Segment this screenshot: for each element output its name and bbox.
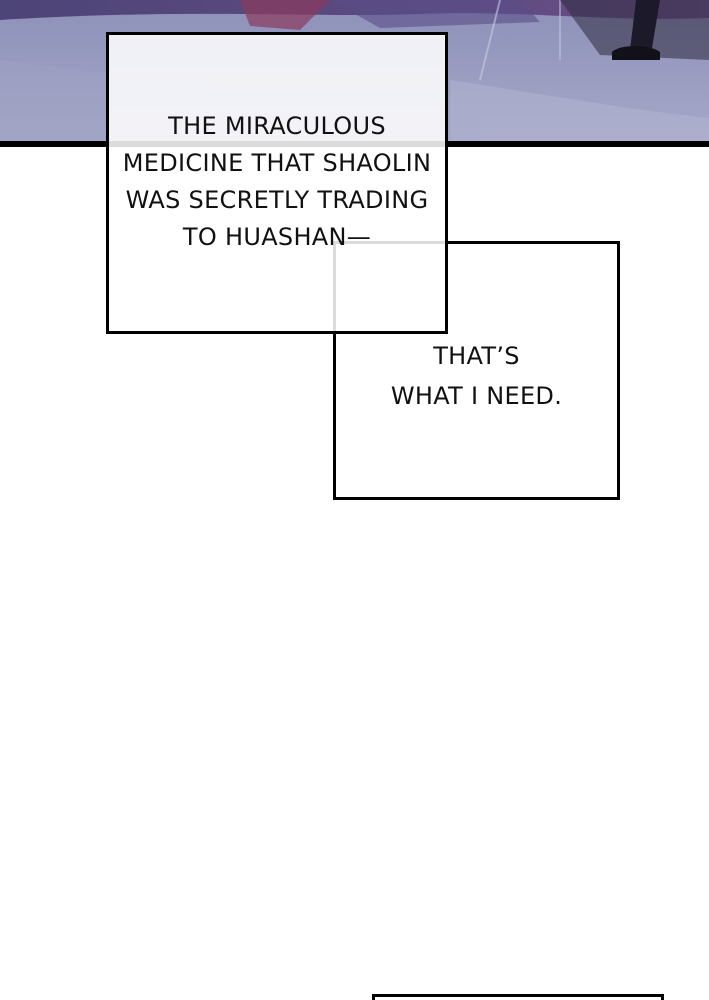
scene-floor-highlight xyxy=(450,80,709,142)
scene-shadow xyxy=(330,0,540,28)
caption-merge xyxy=(336,244,445,331)
scene-red-shape xyxy=(240,0,330,30)
figure-boot xyxy=(612,46,660,60)
scene-line xyxy=(479,0,501,81)
caption-text-first: THE MIRACULOUS MEDICINE THAT SHAOLIN WAS… xyxy=(122,112,432,251)
next-panel-edge xyxy=(372,994,664,1000)
figure-leg xyxy=(630,0,660,50)
caption-text-second: THAT’S WHAT I NEED. xyxy=(390,342,563,410)
